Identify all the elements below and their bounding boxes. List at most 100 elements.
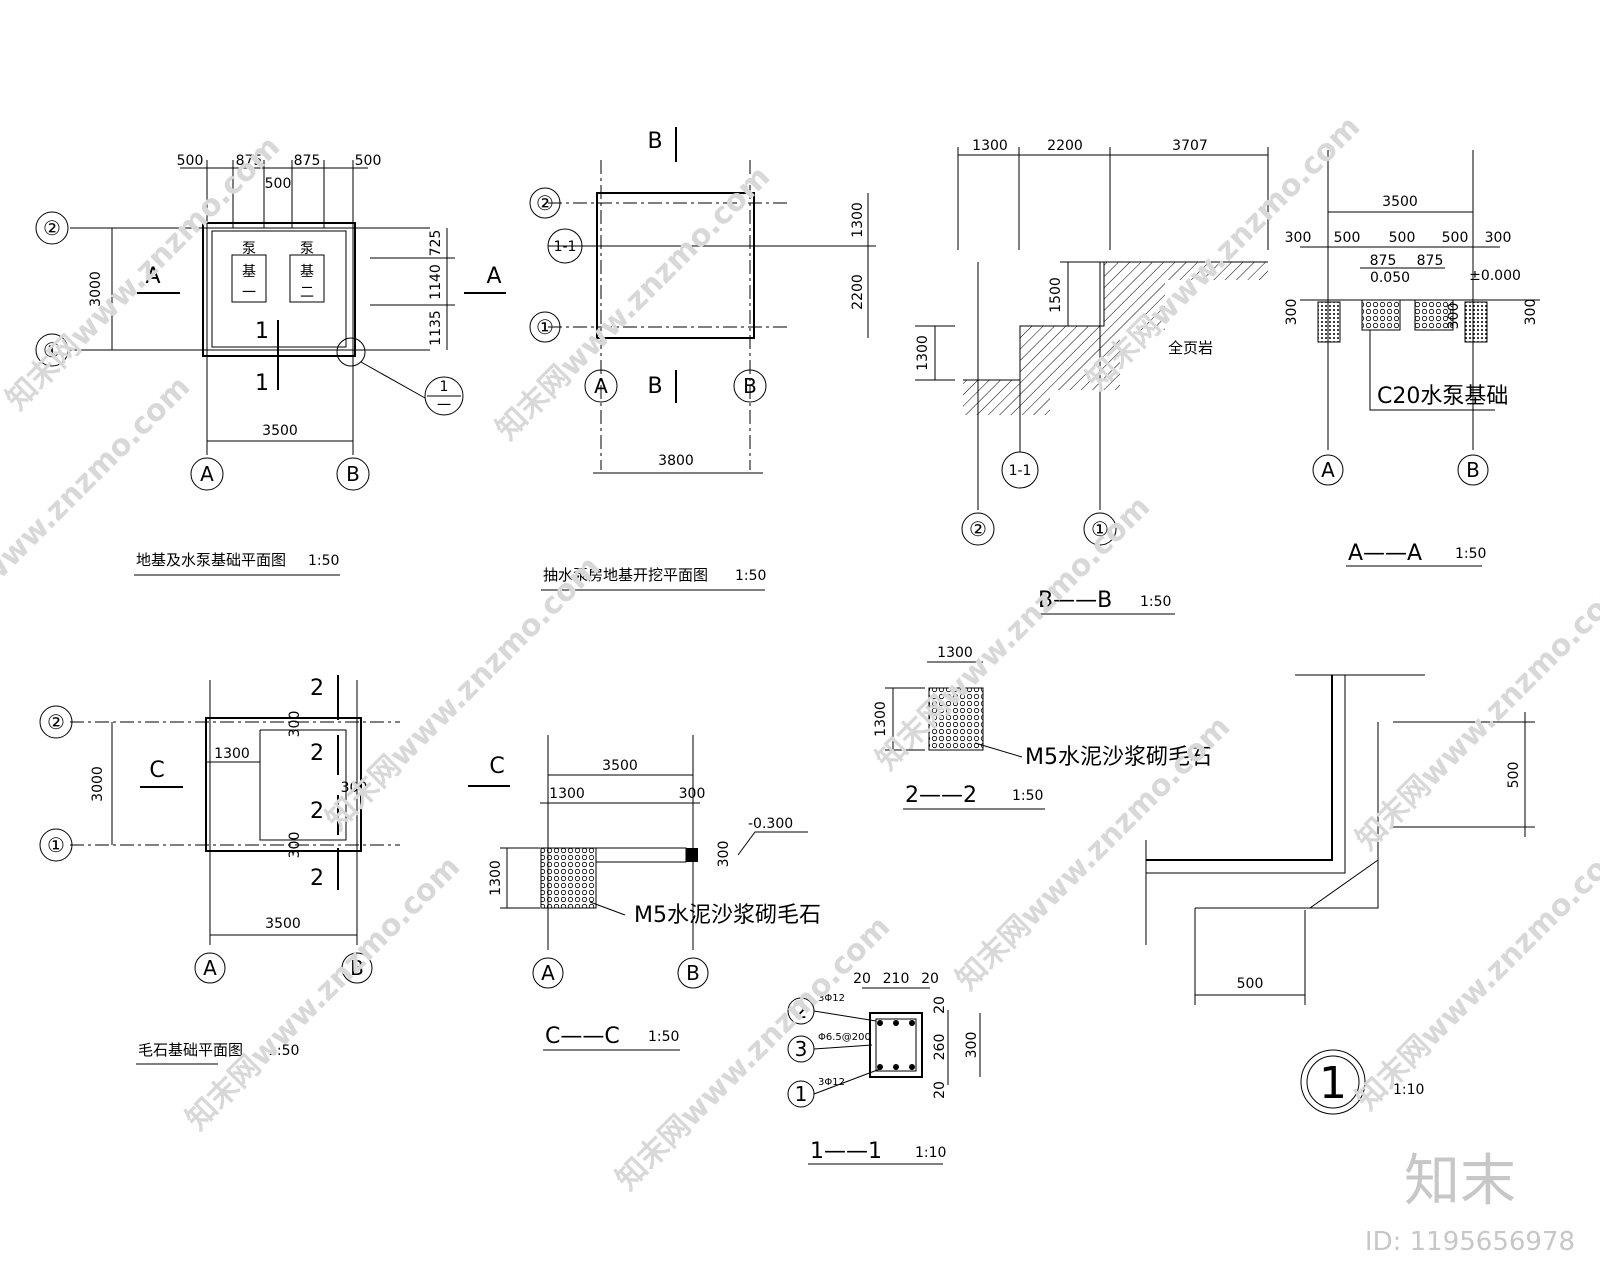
- cc-dim-left: 1300: [488, 860, 504, 896]
- s11-scale: 1:10: [915, 1145, 946, 1161]
- brand-logo: 知末: [1404, 1149, 1516, 1214]
- s22-dim-top: 1300: [937, 645, 973, 661]
- dim-bottom: 3500: [262, 423, 298, 439]
- s22-title: 2——2: [905, 783, 977, 808]
- s11-dim-top-2: 210: [883, 971, 910, 987]
- pump2-char-1: 泵: [300, 241, 314, 257]
- aa-dim-right: 300: [1523, 299, 1539, 326]
- axis-bubble-1: ①: [43, 338, 61, 362]
- pump-base-2: [289, 254, 325, 303]
- plan-excavation: 1300 2200 3800 B B ② 1-1 ① A B 抽水泵房地基开挖平…: [529, 127, 876, 591]
- dim-right-2: 1140: [428, 264, 444, 300]
- bb-dim-top-1: 1300: [972, 138, 1008, 154]
- s11-title: 1——1: [810, 1139, 882, 1164]
- plan2-dim-right-2: 2200: [850, 274, 866, 310]
- bb-axis-1: ①: [1091, 517, 1109, 541]
- aa-dim-2-3: 500: [1389, 230, 1416, 246]
- plan3-cut-2-b: 2: [310, 741, 324, 766]
- aa-dim-2-5: 300: [1485, 230, 1512, 246]
- cc-axis-a: A: [541, 961, 555, 985]
- pump1-char-3: 一: [242, 285, 256, 301]
- plan2-dim-right-1: 1300: [850, 202, 866, 238]
- detail-1: 500 500 1 1:10: [1145, 674, 1535, 1115]
- section-1-bottom: 1: [255, 371, 269, 396]
- dim-right-1: 725: [428, 230, 444, 257]
- s11-dim-right-3: 20: [932, 1081, 948, 1099]
- brand-id: ID: 1195656978: [1365, 1227, 1575, 1257]
- aa-dim-3-2: 875: [1417, 253, 1444, 269]
- dim-left: 3000: [88, 271, 104, 307]
- aa-scale: 1:50: [1455, 546, 1486, 562]
- aa-elev-pump: 0.050: [1370, 270, 1410, 286]
- dim-top-1: 500: [177, 153, 204, 169]
- detail-callout-top: 1: [440, 379, 449, 395]
- plan3-dim-wall-top: 300: [287, 711, 303, 738]
- watermark-text: 知末网www.znzmo.com: [0, 369, 197, 657]
- s11-bar-spec-2: Φ6.5@200: [818, 1032, 871, 1043]
- plan2-dim-bottom: 3800: [658, 453, 694, 469]
- plan3-axis-a: A: [203, 956, 217, 980]
- aa-note: C20水泵基础: [1377, 384, 1508, 409]
- s22-dim-left: 1300: [873, 701, 889, 737]
- plan2-section-b-top: B: [647, 129, 662, 154]
- plan3-dim-inner: 1300: [214, 746, 250, 762]
- s11-bar-spec-3: 3Φ12: [818, 1077, 845, 1088]
- pump1-char-2: 基: [242, 263, 256, 280]
- plan3-dim-wall-bottom: 300: [287, 832, 303, 859]
- pump-base-1: [231, 254, 267, 303]
- plan3-axis-b: B: [350, 956, 364, 980]
- detail1-dim-bottom: 500: [1237, 976, 1264, 992]
- detail-callout: [424, 376, 464, 416]
- plan3-scale: 1:50: [268, 1043, 299, 1059]
- bb-axis-1-1: 1-1: [1009, 463, 1032, 479]
- bb-dim-left: 1300: [915, 335, 931, 371]
- plan2-axis-a: A: [594, 374, 608, 398]
- plan2-axis-1: ①: [536, 315, 554, 339]
- axis-bubble-b: B: [346, 462, 360, 486]
- watermark-text: 知末网www.znzmo.com: [1349, 569, 1600, 857]
- plan3-dim-wall-right: 300: [341, 780, 368, 796]
- aa-elev-floor: ±0.000: [1469, 268, 1521, 284]
- section-1-top: 1: [255, 319, 269, 344]
- aa-dim-left: 300: [1284, 299, 1300, 326]
- aa-axis-a: A: [1321, 458, 1335, 482]
- s11-bar-spec-1: 3Φ12: [818, 993, 845, 1004]
- s11-bar-label-3: 3: [795, 1037, 808, 1061]
- aa-dim-2-2: 500: [1334, 230, 1361, 246]
- plan2-axis-b: B: [743, 374, 757, 398]
- bb-rock-label: 全页岩: [1168, 339, 1213, 357]
- pump1-char-1: 泵: [242, 241, 256, 257]
- watermark-layer: 知末网www.znzmo.com 知末网www.znzmo.com 知末网www.z…: [0, 109, 1600, 1197]
- pump2-char-3: 二: [300, 285, 314, 301]
- plan2-axis-2: ②: [536, 191, 554, 215]
- section-bb: 1300 2200 3707 1300 1500 全页岩 1-1 ② ① B——…: [915, 138, 1269, 615]
- plan3-cut-2-a: 2: [310, 676, 324, 701]
- s22-scale: 1:50: [1012, 788, 1043, 804]
- cc-dim-beam: 300: [716, 841, 732, 868]
- section-11: 20 210 20 20 260 20 300 2 3 1 3Φ12 Φ6.5@…: [787, 971, 981, 1165]
- s22-note: M5水泥沙浆砌毛石: [1025, 745, 1212, 770]
- cc-title: C——C: [545, 1024, 620, 1049]
- s11-dim-top-3: 20: [921, 971, 939, 987]
- bb-scale: 1:50: [1140, 594, 1171, 610]
- aa-dim-2-4: 500: [1442, 230, 1469, 246]
- plan2-section-b-bottom: B: [647, 374, 662, 399]
- detail1-label: 1: [1319, 1058, 1347, 1109]
- section-aa: 3500 300 500 500 500 300 875 875 0.050 ±…: [1284, 150, 1540, 567]
- plan2-title: 抽水泵房地基开挖平面图: [543, 566, 708, 584]
- plan3-cut-2-d: 2: [310, 866, 324, 891]
- aa-dim-top: 3500: [1382, 194, 1418, 210]
- s11-bar-label-1: 1: [795, 1082, 808, 1106]
- section-mark-a-left: A: [145, 264, 160, 289]
- dim-right-3: 1135: [428, 310, 444, 346]
- cc-dim-top-left: 1300: [549, 786, 585, 802]
- cc-dim-top-right: 300: [679, 786, 706, 802]
- plan1-scale: 1:50: [308, 553, 339, 569]
- watermark-text: 知末网www.znzmo.com: [869, 489, 1157, 777]
- plan3-cut-2-c: 2: [310, 799, 324, 824]
- plan-rubble-foundation: 3000 1300 300 300 300 3500 C 2 2 2 2 ② ①…: [39, 675, 400, 1065]
- dim-top-2: 875: [236, 153, 263, 169]
- plan1-title: 地基及水泵基础平面图: [136, 551, 286, 569]
- pump2-char-2: 基: [300, 263, 314, 280]
